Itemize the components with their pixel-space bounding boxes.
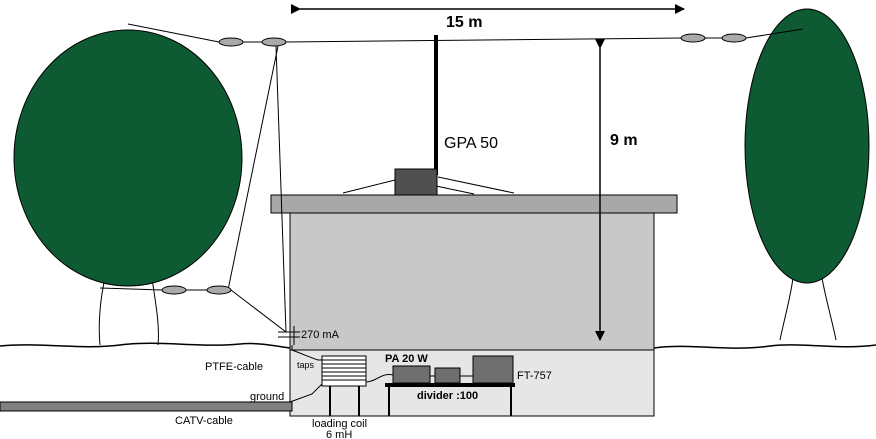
height-label: 9 m [610,132,638,149]
equipment-table [385,383,515,416]
antenna-mast [434,35,438,175]
top-wire [127,23,804,47]
insulator [680,33,706,43]
ground-label: ground [250,391,284,403]
ft757-label: FT-757 [517,370,552,382]
divider-label: divider :100 [417,390,478,402]
pa-label: PA 20 W [385,353,428,365]
down-lead [227,45,287,333]
current-label: 270 mA [301,329,340,341]
current-probe [278,326,300,345]
house-wall [289,211,655,351]
antenna-radials [342,176,515,195]
taps-label: taps [297,360,315,370]
antenna-label: GPA 50 [444,135,498,152]
lower-wire [99,285,287,333]
ptfe-cable-line [291,345,322,361]
left-tree [13,29,243,346]
divider-box [434,367,461,384]
coil-to-pa-wire [365,373,394,383]
antenna-base-box [394,168,438,196]
roof [270,194,678,214]
span-width-label: 15 m [446,14,482,31]
insulator [206,285,232,295]
ground-wire [289,383,323,403]
catv-cable [0,401,293,412]
pa-box [392,365,431,384]
coil-value-label: 6 mH [326,429,352,439]
ground-line [0,342,876,349]
insulator [161,285,187,295]
insulator [261,37,287,47]
ft757-box [472,355,514,384]
insulator [218,37,244,47]
catv-cable-label: CATV-cable [175,415,233,427]
right-tree [744,8,870,341]
loading-coil-label: loading coil [312,418,367,430]
ptfe-cable-label: PTFE-cable [205,361,263,373]
loading-coil [321,355,367,416]
insulator [721,33,747,43]
